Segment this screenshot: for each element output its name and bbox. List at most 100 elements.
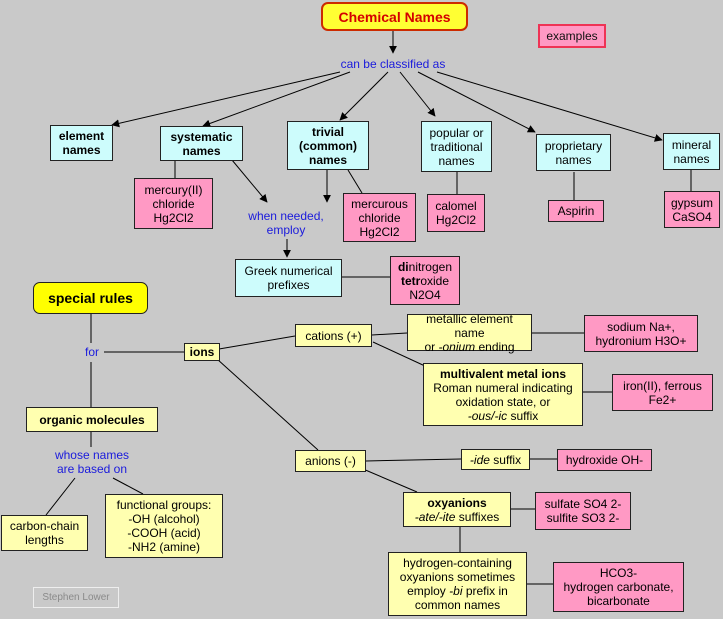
dinitrogen-tetroxide-example: dinitrogen tetroxide N2O4 bbox=[390, 256, 460, 305]
carbon-chain-node: carbon-chain lengths bbox=[1, 515, 88, 551]
hydrogen-post: prefix in bbox=[462, 584, 508, 598]
link-whose-line1: whose names bbox=[54, 448, 130, 462]
link-whose-names: whose names are based on bbox=[44, 448, 140, 476]
arrow-to-proprietary bbox=[417, 71, 536, 133]
popular-line2: traditional bbox=[430, 139, 483, 154]
bi-prefix: -bi bbox=[449, 584, 463, 598]
ate-ite-suffix: -ate/-ite bbox=[414, 509, 456, 524]
metallic-pre: or bbox=[424, 339, 439, 354]
mineral-line2: names bbox=[673, 151, 710, 166]
arrow-to-popular bbox=[399, 71, 436, 117]
line-whose-carbon bbox=[45, 477, 76, 516]
calomel-example: calomel Hg2Cl2 bbox=[427, 194, 485, 232]
cations-node: cations (+) bbox=[295, 324, 372, 347]
examples-key-text: examples bbox=[546, 29, 598, 43]
arrow-to-systematic bbox=[202, 71, 351, 128]
gypsum-example: gypsum CaSO4 bbox=[664, 191, 720, 228]
proprietary-names-node: proprietary names bbox=[536, 134, 611, 171]
author-credit: Stephen Lower bbox=[33, 587, 119, 608]
greek-line2: prefixes bbox=[267, 278, 310, 292]
sodium-hydronium-example: sodium Na+, hydronium H3O+ bbox=[584, 315, 698, 352]
functional-line1: functional groups: bbox=[116, 498, 212, 512]
hydrogen-pre: employ bbox=[407, 584, 450, 598]
ide-suffix-node: -ide suffix bbox=[461, 449, 530, 470]
carbon-line2: lengths bbox=[25, 533, 64, 547]
arrow-to-element bbox=[111, 71, 341, 128]
mineral-line1: mineral bbox=[671, 137, 712, 152]
hydrogen-oxyanions-node: hydrogen-containing oxyanions sometimes … bbox=[388, 552, 527, 616]
dinitrogen-line2: tetroxide bbox=[401, 274, 449, 288]
author-text: Stephen Lower bbox=[42, 592, 110, 603]
mineral-names-node: mineral names bbox=[663, 133, 720, 170]
proprietary-line1: proprietary bbox=[544, 138, 603, 153]
ions-text: ions bbox=[189, 345, 215, 359]
hydrogen-line3: employ -bi prefix in bbox=[407, 584, 508, 598]
link-classified-text: can be classified as bbox=[340, 57, 446, 71]
functional-line3: -COOH (acid) bbox=[127, 526, 201, 540]
organic-text: organic molecules bbox=[39, 412, 145, 427]
proprietary-line2: names bbox=[555, 152, 592, 167]
hydrogen-line2: oxyanions sometimes bbox=[399, 570, 516, 584]
line-anions-ide bbox=[365, 458, 462, 462]
element-line1: element bbox=[58, 129, 105, 143]
ions-node: ions bbox=[184, 343, 220, 361]
mercury-line3: Hg2Cl2 bbox=[153, 210, 194, 225]
calomel-line2: Hg2Cl2 bbox=[435, 213, 477, 227]
gypsum-line2: CaSO4 bbox=[672, 209, 712, 224]
gypsum-line1: gypsum bbox=[670, 195, 714, 210]
hydrogen-line4: common names bbox=[414, 598, 501, 612]
hco3-line1: HCO3- bbox=[599, 566, 638, 580]
greek-prefixes-node: Greek numerical prefixes bbox=[235, 259, 342, 297]
calomel-line1: calomel bbox=[435, 199, 477, 213]
link-when-needed-line1: when needed, bbox=[248, 209, 324, 223]
systematic-line1: systematic bbox=[170, 129, 233, 144]
arrow-systematic-when-needed bbox=[231, 159, 268, 203]
prefix-di: di bbox=[397, 259, 409, 274]
sulfate-sulfite-example: sulfate SO4 2- sulfite SO3 2- bbox=[535, 492, 631, 530]
line-ions-anions bbox=[216, 358, 319, 451]
prefix-tetr: tetr bbox=[400, 273, 421, 288]
organic-molecules-node: organic molecules bbox=[26, 407, 158, 432]
multivalent-metal-ions-node: multivalent metal ions Roman numeral ind… bbox=[423, 363, 583, 426]
metallic-line1: metallic element name bbox=[426, 311, 513, 340]
sulfate-line1: sulfate SO4 2- bbox=[544, 497, 622, 511]
multivalent-line2: oxidation state, or bbox=[455, 394, 551, 409]
line-cations-metallic bbox=[371, 332, 408, 336]
line-cations-multivalent bbox=[372, 341, 426, 367]
multivalent-head: multivalent metal ions bbox=[439, 366, 567, 381]
functional-groups-node: functional groups: -OH (alcohol) -COOH (… bbox=[105, 494, 223, 558]
functional-line4: -NH2 (amine) bbox=[127, 540, 200, 554]
link-classified: can be classified as bbox=[326, 57, 460, 71]
systematic-line2: names bbox=[182, 143, 221, 158]
sulfate-line2: sulfite SO3 2- bbox=[546, 511, 620, 525]
greek-line1: Greek numerical bbox=[244, 264, 333, 278]
metallic-post: ending bbox=[475, 339, 515, 354]
oxyanions-head: oxyanions bbox=[427, 495, 487, 510]
popular-names-node: popular or traditional names bbox=[421, 121, 492, 172]
link-whose-line2: are based on bbox=[56, 462, 128, 476]
multivalent-line1: Roman numeral indicating bbox=[433, 380, 573, 395]
line-ions-cations bbox=[218, 335, 296, 350]
hydrogen-line1: hydrogen-containing bbox=[403, 556, 512, 570]
sodium-line2: hydronium H3O+ bbox=[595, 333, 687, 348]
iron-ferrous-example: iron(II), ferrous Fe2+ bbox=[612, 374, 713, 411]
line-anions-oxyanions bbox=[355, 465, 418, 493]
mercurous-chloride-example: mercurous chloride Hg2Cl2 bbox=[343, 193, 416, 242]
ide-post: suffix bbox=[489, 452, 522, 467]
link-when-needed: when needed, employ bbox=[238, 209, 334, 237]
link-for-text: for bbox=[84, 345, 99, 359]
mercurous-line1: mercurous bbox=[351, 196, 408, 211]
iron-line2: Fe2+ bbox=[648, 392, 677, 407]
ide-suffix: -ide bbox=[469, 452, 490, 467]
element-names-node: element names bbox=[50, 125, 113, 161]
examples-key: examples bbox=[538, 24, 606, 48]
hco3-line2: hydrogen carbonate, bbox=[563, 580, 674, 594]
special-rules-node: special rules bbox=[33, 282, 148, 314]
popular-line3: names bbox=[438, 153, 475, 168]
trivial-line1: trivial bbox=[311, 124, 344, 139]
mercurous-line3: Hg2Cl2 bbox=[359, 224, 400, 239]
hco3-line3: bicarbonate bbox=[587, 594, 650, 608]
link-for: for bbox=[79, 345, 105, 359]
special-rules-text: special rules bbox=[48, 290, 133, 306]
